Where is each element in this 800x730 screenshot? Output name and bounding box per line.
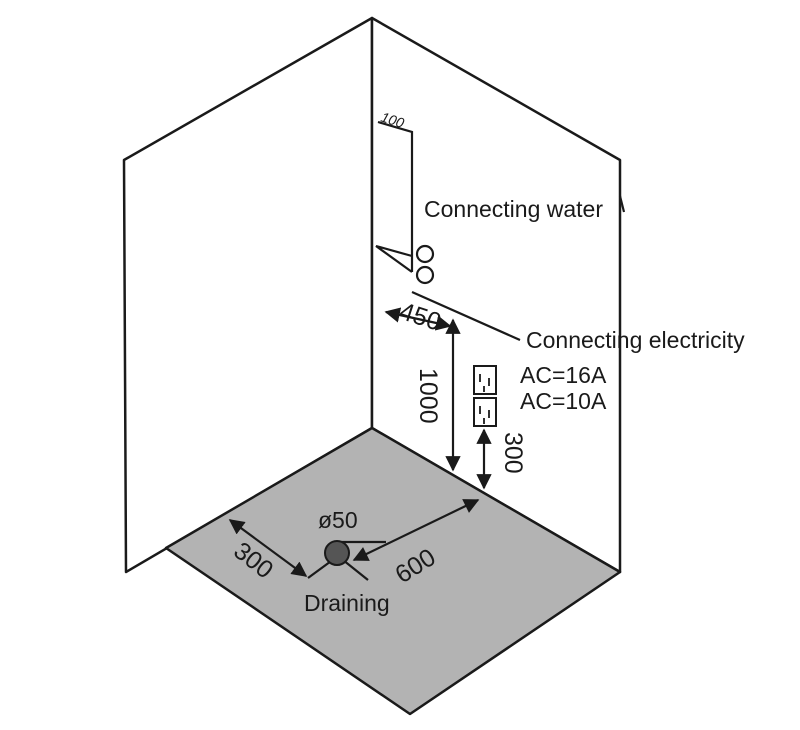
ac16-label: AC=16A <box>520 362 607 388</box>
water-valve-lines <box>375 244 413 273</box>
dim-300-wall-label: 300 <box>499 432 527 474</box>
dim-600-floor-arrow <box>352 499 480 561</box>
socket-16a <box>473 365 497 395</box>
diameter-label: ø50 <box>318 507 358 533</box>
socket-10a <box>473 397 497 427</box>
water-pipe <box>377 120 414 272</box>
dim-450-arrow <box>384 307 452 331</box>
electricity-label: Connecting electricity <box>526 327 745 353</box>
dim-300-floor-arrow <box>228 519 308 577</box>
dim-1000-label: 1000 <box>414 368 442 424</box>
water-label-tick <box>618 195 626 213</box>
dim-100-label: 100 <box>379 109 406 132</box>
water-valve-2 <box>415 265 435 285</box>
ac10-label: AC=10A <box>520 388 607 414</box>
pipe-to-electric <box>411 290 521 342</box>
floor <box>164 426 622 716</box>
water-valve-1 <box>415 244 435 264</box>
water-label: Connecting water <box>424 196 603 222</box>
drain-icon <box>324 540 350 566</box>
draining-label: Draining <box>304 590 390 616</box>
